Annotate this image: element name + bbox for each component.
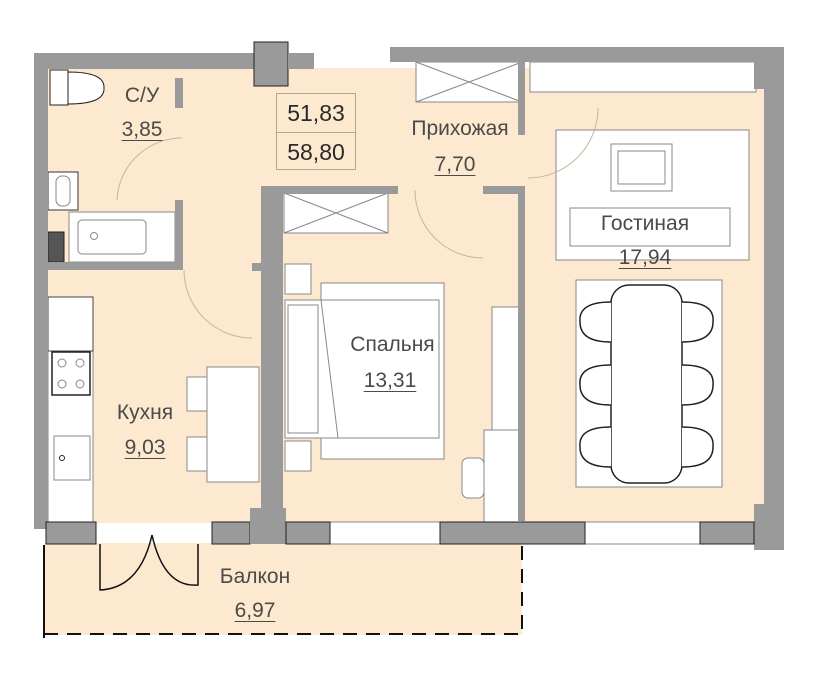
nightstand <box>284 440 312 472</box>
room-area-bathroom: 3,85 <box>121 118 163 141</box>
dining-chairs <box>579 301 714 468</box>
room-name-living-room: Гостиная <box>600 212 690 235</box>
stove <box>51 351 91 396</box>
room-area-kitchen: 9,03 <box>124 436 166 459</box>
apartment-totals: 51,83 58,80 <box>276 93 356 170</box>
dining-table <box>610 284 683 484</box>
door-swings <box>116 107 599 339</box>
kitchen-table <box>206 366 260 483</box>
room-name-bathroom: С/У <box>124 84 160 107</box>
living-shelf <box>529 61 757 93</box>
toilet <box>67 71 105 105</box>
room-area-hallway: 7,70 <box>434 153 476 176</box>
room-name-hallway: Прихожая <box>411 117 509 140</box>
room-name-kitchen: Кухня <box>116 401 174 424</box>
room-area-living-room: 17,94 <box>618 246 672 269</box>
balcony-outline <box>43 534 523 638</box>
room-area-bedroom: 13,31 <box>363 369 417 392</box>
living-area-value: 51,83 <box>277 94 355 133</box>
room-area-balcony: 6,97 <box>234 599 276 622</box>
walls <box>34 41 784 550</box>
room-name-balcony: Балкон <box>219 565 291 588</box>
nightstand <box>284 263 312 295</box>
total-area-value: 58,80 <box>287 139 345 165</box>
room-name-bedroom: Спальня <box>350 333 435 356</box>
